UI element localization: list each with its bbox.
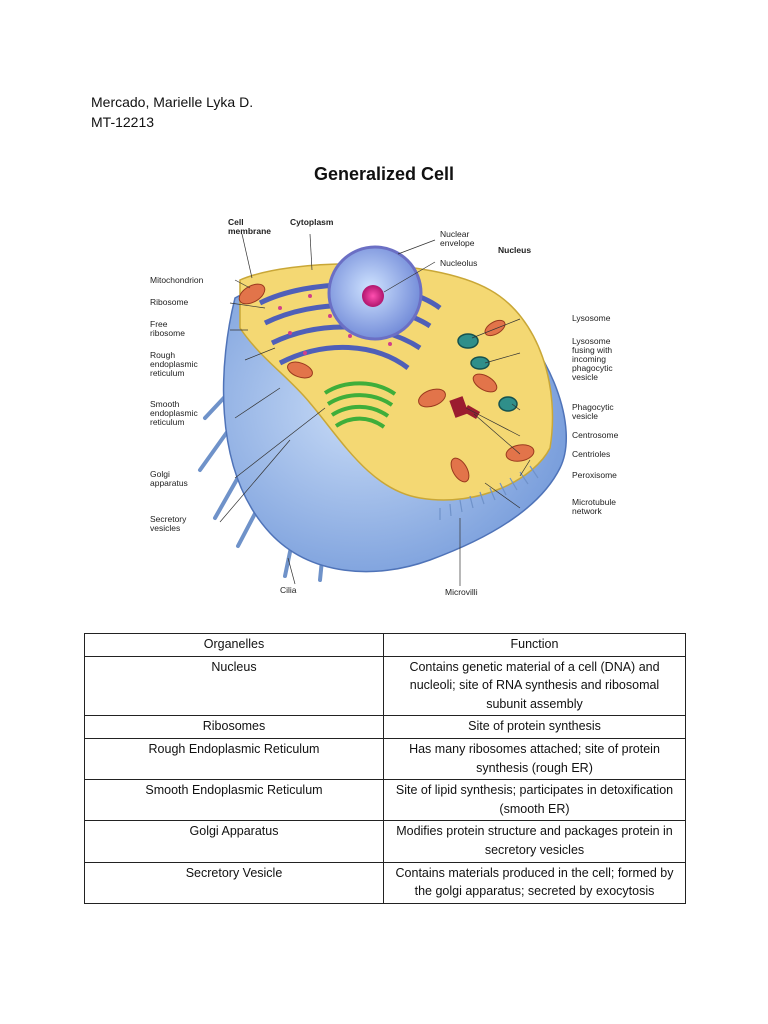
label-nucleolus: Nucleolus: [440, 258, 478, 268]
cell-diagram: Cell membrane Cytoplasm Nuclear envelope…: [140, 208, 640, 604]
organelle-function-table: Organelles Function Nucleus Contains gen…: [84, 633, 686, 904]
cytoplasm-cutaway: [239, 263, 554, 501]
header-function: Function: [383, 633, 686, 657]
label-free-ribosome: Free ribosome: [150, 319, 185, 338]
label-microvilli: Microvilli: [445, 587, 478, 597]
organelle-cell: Secretory Vesicle: [84, 861, 384, 904]
label-mitochondrion: Mitochondrion: [150, 275, 204, 285]
organelle-cell: Ribosomes: [84, 715, 384, 739]
table-header-row: Organelles Function: [84, 633, 686, 657]
table-row: Ribosomes Site of protein synthesis: [84, 715, 686, 739]
label-lysosome-fusing: Lysosome fusing with incoming phagocytic…: [572, 336, 613, 382]
organelle-cell: Rough Endoplasmic Reticulum: [84, 737, 384, 781]
label-ribosome: Ribosome: [150, 297, 189, 307]
function-cell: Modifies protein structure and packages …: [383, 820, 686, 863]
page-title: Generalized Cell: [313, 164, 455, 184]
label-centrioles: Centrioles: [572, 449, 611, 459]
function-cell: Contains genetic material of a cell (DNA…: [383, 655, 686, 717]
label-rough-er: Rough endoplasmic reticulum: [150, 350, 198, 378]
function-cell: Has many ribosomes attached; site of pro…: [383, 737, 686, 781]
table-row: Secretory Vesicle Contains materials pro…: [84, 861, 686, 904]
label-centrosome: Centrosome: [572, 430, 619, 440]
function-cell: Site of protein synthesis: [383, 715, 686, 739]
function-cell: Contains materials produced in the cell;…: [383, 861, 686, 904]
label-secretory-vesicles: Secretory vesicles: [150, 514, 187, 533]
label-smooth-er: Smooth endoplasmic reticulum: [150, 399, 198, 427]
label-peroxisome: Peroxisome: [572, 470, 617, 480]
student-id: MT-12213: [91, 114, 155, 130]
nucleolus-shape: [362, 285, 384, 307]
label-microtubule-network: Microtubule network: [572, 497, 616, 516]
function-cell: Site of lipid synthesis; participates in…: [383, 779, 686, 822]
lysosomes: [457, 333, 518, 412]
label-cilia: Cilia: [280, 585, 297, 595]
table-row: Nucleus Contains genetic material of a c…: [84, 655, 686, 717]
table-row: Smooth Endoplasmic Reticulum Site of lip…: [84, 779, 686, 822]
label-cell-membrane: Cell membrane: [228, 217, 271, 236]
label-golgi-apparatus: Golgi apparatus: [150, 469, 188, 488]
label-nucleus: Nucleus: [498, 245, 532, 255]
organelle-cell: Smooth Endoplasmic Reticulum: [84, 779, 384, 822]
table-row: Golgi Apparatus Modifies protein structu…: [84, 820, 686, 863]
label-lysosome: Lysosome: [572, 313, 611, 323]
author-header: Mercado, Marielle Lyka D. MT-12213: [91, 92, 253, 132]
table-row: Rough Endoplasmic Reticulum Has many rib…: [84, 737, 686, 781]
golgi-apparatus: [323, 381, 397, 429]
author-name: Mercado, Marielle Lyka D.: [91, 94, 254, 110]
cell-illustration: [198, 233, 568, 586]
organelle-cell: Golgi Apparatus: [84, 820, 384, 863]
leader-lines: [219, 233, 531, 586]
label-cytoplasm: Cytoplasm: [290, 217, 334, 227]
mitochondria: [238, 283, 535, 483]
label-phagocytic-vesicle: Phagocytic vesicle: [572, 402, 614, 421]
label-nuclear-envelope: Nuclear envelope: [440, 229, 475, 248]
header-organelles: Organelles: [84, 633, 384, 657]
organelle-cell: Nucleus: [84, 655, 384, 717]
